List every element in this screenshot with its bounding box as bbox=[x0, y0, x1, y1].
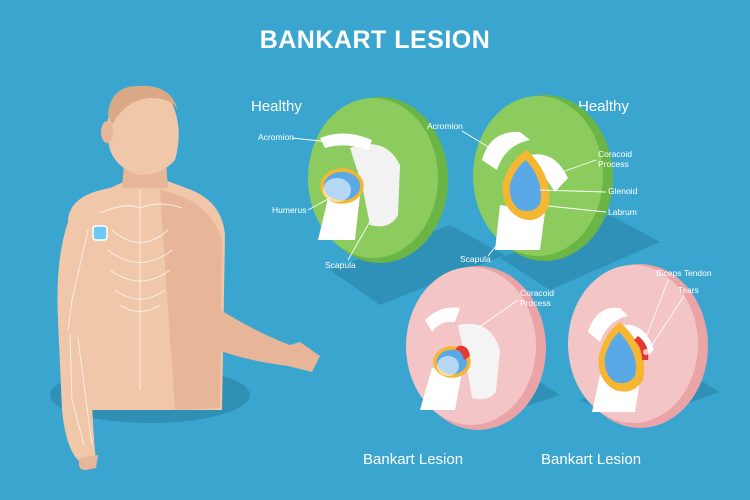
left-arm bbox=[57, 222, 99, 462]
label-scapula: Scapula bbox=[325, 260, 356, 270]
head bbox=[107, 88, 179, 175]
coracoid-bone bbox=[530, 154, 568, 192]
glenoid-surface bbox=[509, 160, 542, 212]
scapula-bone bbox=[350, 144, 400, 227]
label-labrum: Labrum bbox=[608, 207, 637, 217]
label-acromion: Acromion bbox=[258, 132, 294, 142]
right-forearm bbox=[205, 300, 320, 372]
panel-lesion-side-heading: Bankart Lesion bbox=[363, 451, 463, 468]
hair bbox=[108, 85, 178, 125]
disc-shadow bbox=[500, 215, 660, 290]
label-humerus: Humerus bbox=[272, 205, 306, 215]
acromion-bone bbox=[425, 307, 460, 332]
label-acromion: Acromion bbox=[427, 121, 463, 131]
shoulder-joint-highlight bbox=[92, 225, 108, 241]
label-coracoid-line2: Process bbox=[520, 298, 551, 308]
diagram-title: BANKART LESION bbox=[260, 26, 491, 54]
scapula-bone bbox=[458, 323, 500, 400]
label-coracoid-line2: Process bbox=[598, 159, 629, 169]
humeral-head-highlight bbox=[437, 356, 459, 376]
humeral-head-highlight bbox=[323, 178, 351, 202]
humerus-shaft bbox=[420, 368, 462, 410]
label-coracoid-line1: Coracoid bbox=[598, 149, 632, 159]
panel-healthy-side-heading: Healthy bbox=[251, 98, 302, 115]
left-hand bbox=[78, 455, 98, 470]
panel-lesion-side: Coracoid Process Bankart Lesion bbox=[363, 266, 560, 468]
label-coracoid-line1: Coracoid bbox=[520, 288, 554, 298]
ear bbox=[101, 121, 113, 143]
acromion-bone bbox=[588, 307, 628, 342]
acromion-bone bbox=[482, 131, 530, 170]
skeleton-overlay bbox=[67, 190, 183, 446]
label-scapula: Scapula bbox=[460, 254, 491, 264]
acromion-bone bbox=[320, 133, 372, 150]
panel-healthy-side: Healthy Acromion Humerus Scapula bbox=[251, 97, 505, 305]
panel-healthy-front-heading: Healthy bbox=[578, 98, 629, 115]
panel-healthy-front: Healthy Acromion Coracoid Process Glenoi… bbox=[427, 95, 660, 290]
tear-mark bbox=[455, 345, 470, 360]
torso-shade bbox=[160, 190, 222, 410]
label-biceps-tendon: Biceps Tendon bbox=[656, 268, 712, 278]
label-tears: Tears bbox=[678, 285, 699, 295]
panel-lesion-front-heading: Bankart Lesion bbox=[541, 451, 641, 468]
glenoid-surface bbox=[604, 332, 636, 384]
disc-shadow bbox=[330, 225, 505, 305]
tear-highlight bbox=[643, 349, 649, 355]
label-glenoid: Glenoid bbox=[608, 186, 638, 196]
panel-lesion-front: Biceps Tendon Tears Bankart Lesion bbox=[541, 264, 720, 468]
human-figure-illustration bbox=[50, 85, 320, 470]
